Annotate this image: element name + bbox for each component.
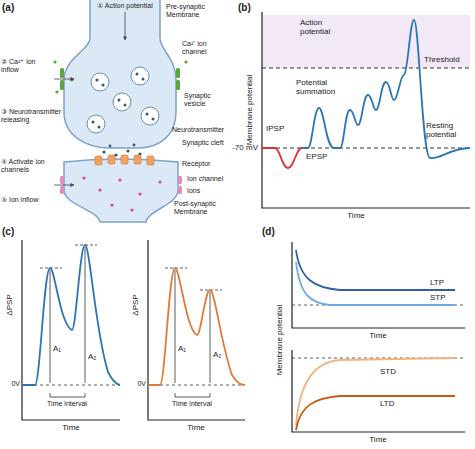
part-label: Ion channel [187,175,223,183]
part-label: Neurotransmitter [172,126,224,134]
postsynaptic-membrane [54,155,182,222]
part-label: Pre-synaptic Membrane [166,3,226,19]
step-label: ③ Neurotransmitter releasing [1,108,63,124]
value-label: 0V [11,380,20,388]
curve-label: STD [380,367,396,376]
curve-label: STP [430,293,446,302]
part-label: Ions [187,187,200,195]
axis-label: Membrane potential [245,75,254,146]
amplitude-label: A₂ [213,350,221,359]
paired-pulse-facilitation-plot [22,240,120,420]
step-label: ④ Activate ion channels [1,158,53,174]
axis-label: Time [369,435,386,444]
curve-label: LTD [380,399,395,408]
paired-pulse-depression-plot [148,240,245,420]
curve-label: LTP [430,278,444,287]
curve-label: IPSP [266,124,284,133]
panel-letter: (a) [2,2,14,14]
axis-label: Time [62,423,79,432]
line-label: Resting potential [426,121,471,139]
interval-label: Time interval [47,400,87,408]
axis-label: Time [369,331,386,340]
axis-label: ΔPSP [131,294,140,315]
panel-letter: (c) [2,226,14,238]
curve-label: Action potential [300,18,350,36]
curve-label: Potential summation [296,78,351,96]
curve-label: EPSP [306,152,327,161]
part-label: Receptor [182,160,210,168]
amplitude-label: A₁ [53,344,61,353]
axis-label: Time [347,211,364,220]
axis-label: Time [187,423,204,432]
interval-label: Time interval [172,400,212,408]
part-label: Synaptic cleft [182,139,227,147]
step-label: ⑤ Ion inflow [1,196,39,204]
panel-letter: (b) [238,2,251,14]
action-potential-plot [262,12,470,208]
line-label: Threshold [424,55,460,64]
part-label: Post-synaptic Membrane [174,200,230,216]
value-label: 0V [137,380,146,388]
value-label: -70 mV [232,143,258,152]
panel-letter: (d) [262,226,275,238]
axis-label: Membrane potential [275,305,284,376]
presynaptic-terminal [53,0,187,148]
step-label: ② Ca²⁺ ion inflow [1,58,53,74]
plasticity-plot [292,242,465,432]
axis-label: ΔPSP [5,294,14,315]
part-label: Synaptic vesicle [184,92,230,108]
step-label: ① Action potential [97,2,152,10]
amplitude-label: A₂ [88,352,96,361]
neurotransmitter-dots [102,144,141,157]
part-label: Ca²⁺ ion channel [182,40,232,56]
amplitude-label: A₁ [178,344,186,353]
